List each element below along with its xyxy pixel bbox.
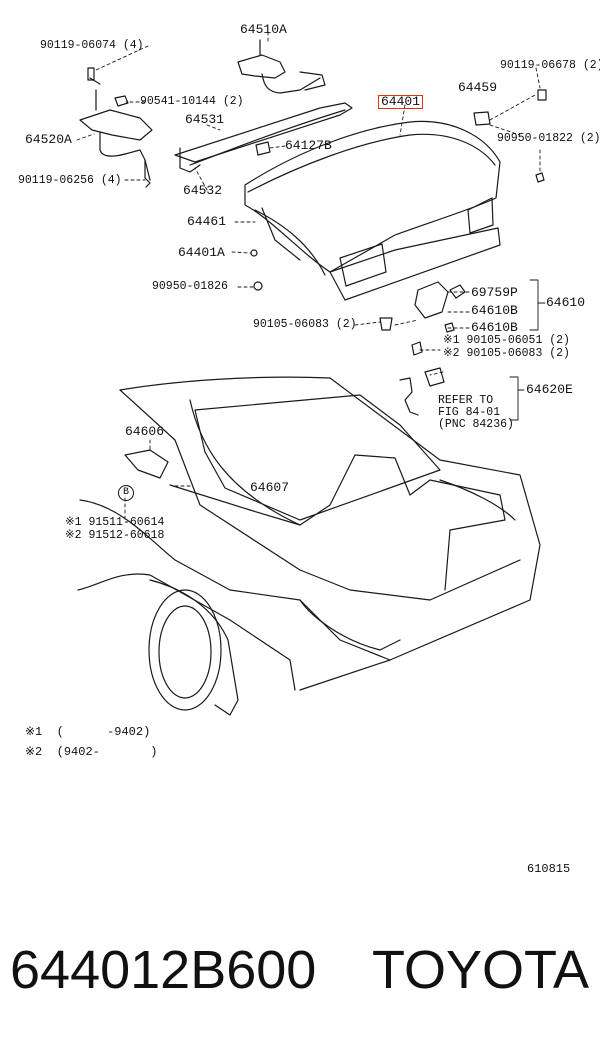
label-90119-06074: 90119-06074 (4)	[40, 39, 144, 52]
right-hinge-drawing	[237, 39, 326, 94]
label-91511-60614: ※1 91511-60614	[65, 516, 165, 529]
label-90950-01826: 90950-01826	[152, 280, 228, 293]
label-64401A: 64401A	[178, 245, 225, 260]
label-64610: 64610	[546, 295, 586, 310]
label-64610B-lower: 64610B	[471, 320, 518, 335]
lock-latch-drawing	[399, 281, 466, 416]
note-1: ※1 ( -9402)	[25, 725, 151, 739]
footer-brand: TOYOTA	[372, 940, 590, 1000]
label-64607: 64607	[250, 480, 290, 495]
leader-lines	[76, 31, 541, 521]
label-90119-06678: 90119-06678 (2)	[500, 59, 600, 72]
label-90105-06083: 90105-06083 (2)	[253, 318, 357, 331]
label-90950-01822: 90950-01822 (2)	[497, 132, 600, 145]
trunk-lid-exploded-diagram	[76, 31, 547, 716]
small-clip-parts	[250, 89, 547, 331]
trunk-lid-drawing	[244, 120, 501, 301]
label-64610B-upper: 64610B	[471, 303, 518, 318]
label-64620E: 64620E	[526, 382, 573, 397]
label-64520A: 64520A	[25, 132, 72, 147]
label-64461: 64461	[187, 214, 227, 229]
refer-line-3: (PNC 84236)	[438, 418, 514, 431]
bracket-lines	[509, 279, 546, 421]
car-body-drawing	[77, 376, 541, 716]
label-90105-06083-b: ※2 90105-06083 (2)	[443, 347, 570, 360]
refer-line-1: REFER TO	[438, 394, 494, 407]
label-64510A: 64510A	[240, 22, 287, 37]
label-64531: 64531	[185, 112, 225, 127]
label-64127B: 64127B	[285, 138, 332, 153]
label-64532: 64532	[183, 183, 223, 198]
circle-b-marker: B	[118, 485, 134, 501]
label-64459: 64459	[458, 80, 498, 95]
note-2: ※2 (9402- )	[25, 745, 158, 759]
label-64401-highlighted: 64401	[378, 95, 424, 109]
label-90119-06256: 90119-06256 (4)	[18, 174, 122, 187]
footer-part-number: 644012B600	[10, 940, 317, 1000]
label-90105-06051: ※1 90105-06051 (2)	[443, 334, 570, 347]
label-90541-10144: 90541-10144 (2)	[140, 95, 244, 108]
figure-number: 610815	[527, 862, 571, 876]
label-69759P: 69759P	[471, 285, 518, 300]
left-hinge-drawing	[79, 67, 153, 188]
refer-line-2: FIG 84-01	[438, 406, 501, 419]
label-64606: 64606	[125, 424, 165, 439]
label-91512-60618: ※2 91512-60618	[65, 529, 165, 542]
